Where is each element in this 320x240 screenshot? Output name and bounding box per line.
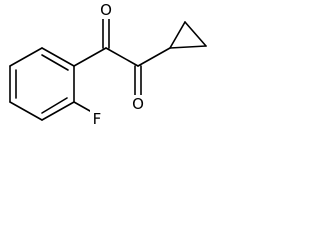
bond-to-cyclopropyl	[137, 47, 171, 67]
ring-double-bond-inner	[41, 54, 69, 71]
carbonyl-2	[134, 65, 142, 97]
bond-ring-to-carbonyl	[73, 47, 107, 67]
cyclopropyl-ring	[169, 21, 207, 49]
svg-text:O: O	[132, 95, 144, 113]
ring-double-bond-inner	[41, 97, 68, 114]
atom-label-oxygen-1: O	[98, 1, 114, 19]
atom-label-oxygen-2: O	[130, 95, 146, 113]
carbonyl-1	[102, 17, 110, 49]
atom-label-fluorine: F	[90, 110, 104, 128]
svg-text:O: O	[100, 1, 112, 19]
bond-carbonyl-carbonyl	[105, 47, 139, 67]
svg-text:F: F	[93, 110, 102, 128]
molecule-structure-diagram: O O F	[9, 1, 207, 128]
benzene-ring	[9, 47, 75, 121]
bond-ring-to-fluorine	[73, 101, 91, 112]
